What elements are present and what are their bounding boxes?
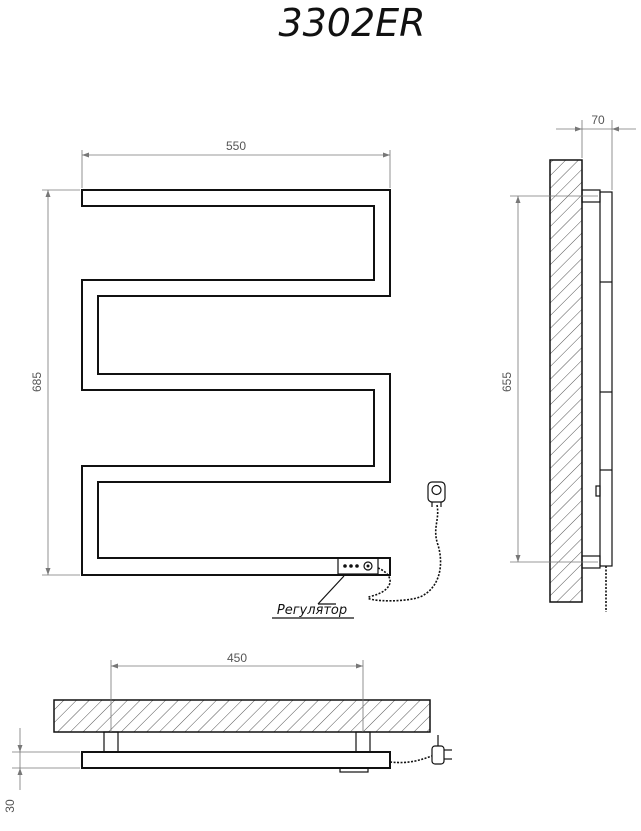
dimension-width-bottom: 450: [227, 651, 247, 665]
bottom-bracket-left: [103, 731, 119, 753]
dimension-thickness-bottom: 30: [3, 799, 17, 813]
regulator-button-icon: [343, 564, 347, 568]
towel-rail-outline: [81, 189, 391, 576]
dimension-width-front: 550: [226, 139, 246, 153]
side-regulator: [595, 485, 601, 497]
wall-section: [549, 159, 583, 603]
bottom-view: 450 30: [3, 651, 452, 813]
dimension-depth-side: 70: [591, 113, 605, 127]
regulator-button-icon: [349, 564, 353, 568]
regulator-button-icon: [355, 564, 359, 568]
dimension-height-side: 655: [500, 372, 514, 392]
bottom-plug-icon: [431, 735, 452, 765]
power-cable: [367, 504, 442, 602]
bottom-cable: [389, 755, 433, 764]
model-title: 3302ER: [278, 1, 425, 45]
bottom-rail: [81, 751, 391, 769]
regulator-box: [337, 557, 379, 575]
regulator-knob-icon: [363, 561, 373, 571]
regulator-label: Регулятор: [277, 603, 347, 618]
bottom-bracket-right: [355, 731, 371, 753]
side-view: 70 655: [500, 113, 636, 612]
dimension-height-front: 685: [30, 372, 44, 392]
power-plug-icon: [427, 481, 446, 507]
wall-section-bottom: [53, 699, 431, 733]
side-rail-body: [599, 191, 613, 567]
front-view: 550 685 Регулятор: [30, 139, 446, 619]
